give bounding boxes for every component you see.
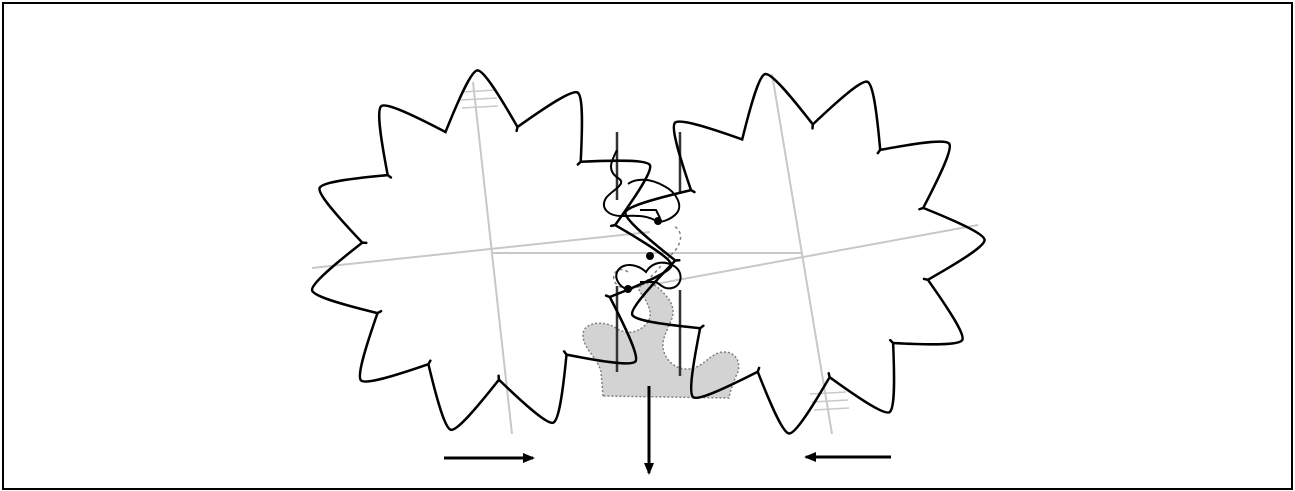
left-gear-line-1 (311, 231, 651, 269)
right-gear-line-1 (649, 224, 979, 286)
construction-lines (311, 73, 979, 435)
left-gear (310, 69, 673, 432)
shaded-rack-piece (582, 282, 740, 399)
contact-point-upper (654, 217, 662, 225)
contact-point-middle (646, 252, 654, 260)
left-gear-line-2 (472, 81, 513, 435)
dotted-profile (612, 225, 682, 290)
right-gear (624, 72, 986, 435)
contact-profile (603, 149, 681, 223)
contact-points (624, 217, 662, 293)
contact-point-lower (624, 285, 632, 293)
right-gear-line-2 (771, 73, 833, 435)
tooth-tip-hatching (460, 89, 850, 411)
lower-contact-profile (615, 261, 682, 291)
